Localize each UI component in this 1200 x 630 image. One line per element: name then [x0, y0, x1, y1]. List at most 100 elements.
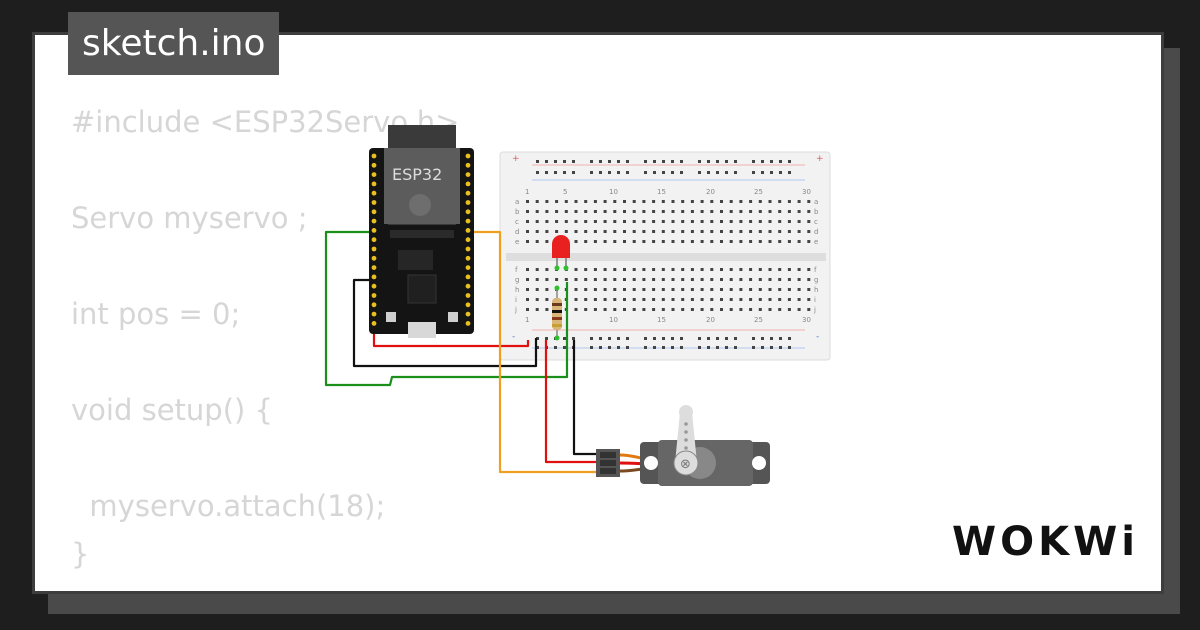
breadboard-hole	[555, 278, 559, 281]
breadboard-hole	[739, 268, 743, 271]
breadboard-hole	[729, 308, 733, 311]
breadboard-hole	[535, 220, 539, 223]
row-letter: c	[814, 218, 818, 226]
breadboard-hole	[768, 288, 772, 291]
breadboard-hole	[729, 288, 733, 291]
breadboard-hole	[584, 298, 588, 301]
breadboard-hole	[564, 220, 568, 223]
header-pin	[465, 293, 471, 298]
code-preview: #include <ESP32Servo.h> Servo myservo ; …	[71, 35, 1071, 575]
row-letter: c	[515, 218, 519, 226]
breadboard-hole	[613, 220, 617, 223]
breadboard-hole	[787, 210, 791, 213]
breadboard-hole	[652, 210, 656, 213]
breadboard-hole	[758, 308, 762, 311]
breadboard-hole	[690, 210, 694, 213]
breadboard-hole	[749, 200, 753, 203]
row-letter: h	[515, 286, 519, 294]
breadboard-hole	[632, 210, 636, 213]
breadboard-hole	[662, 160, 665, 163]
breadboard-hole	[758, 210, 762, 213]
breadboard-hole	[797, 308, 801, 311]
column-number: 1	[525, 316, 529, 324]
header-pin	[371, 209, 377, 215]
breadboard-hole	[632, 278, 636, 281]
breadboard-hole	[608, 171, 611, 174]
breadboard-hole	[734, 171, 737, 174]
breadboard-hole	[545, 288, 549, 291]
file-tab[interactable]: sketch.ino	[68, 12, 280, 75]
breadboard-hole	[749, 278, 753, 281]
breadboard-hole	[710, 210, 714, 213]
code-line: }	[71, 537, 90, 571]
breadboard-hole	[681, 308, 685, 311]
breadboard-hole	[720, 268, 723, 271]
breadboard-hole	[644, 337, 647, 340]
breadboard-hole	[574, 200, 578, 203]
breadboard-hole	[661, 298, 665, 301]
row-letter: f	[814, 266, 817, 274]
breadboard-hole	[613, 288, 617, 291]
breadboard-hole	[681, 210, 685, 213]
breadboard-hole	[593, 268, 597, 271]
breadboard-hole	[807, 210, 811, 213]
breadboard-hole	[652, 240, 656, 243]
header-pin	[465, 283, 471, 289]
breadboard-hole	[720, 230, 723, 233]
breadboard-hole	[700, 288, 704, 291]
breadboard-hole	[563, 337, 566, 340]
breadboard-hole	[788, 337, 791, 340]
breadboard-hole	[778, 278, 782, 281]
breadboard-hole	[749, 268, 753, 271]
breadboard-hole	[807, 288, 811, 291]
breadboard-hole	[536, 346, 539, 349]
breadboard-hole	[778, 200, 782, 203]
breadboard-hole	[770, 346, 773, 349]
header-pin	[465, 181, 471, 187]
row-letter: d	[515, 228, 519, 236]
row-letter: j	[813, 306, 816, 314]
breadboard-hole	[797, 240, 801, 243]
breadboard-hole	[563, 171, 566, 174]
code-line: int pos = 0;	[71, 297, 241, 331]
wire-red-servo	[544, 340, 596, 464]
breadboard-hole	[807, 298, 811, 301]
breadboard-hole	[779, 346, 782, 349]
header-pin	[465, 153, 471, 159]
breadboard-hole	[788, 171, 791, 174]
breadboard-hole	[608, 346, 611, 349]
breadboard-hole	[599, 337, 602, 340]
breadboard-hole	[720, 278, 723, 281]
breadboard-hole	[593, 240, 597, 243]
breadboard-hole	[526, 308, 529, 311]
row-letter: e	[515, 238, 519, 246]
breadboard-hole	[758, 230, 762, 233]
breadboard-hole	[613, 278, 617, 281]
breadboard-hole	[603, 200, 607, 203]
breadboard-hole	[623, 298, 626, 301]
breadboard-hole	[642, 200, 646, 203]
breadboard-hole	[725, 346, 728, 349]
breadboard-hole	[690, 230, 694, 233]
breadboard-hole	[671, 298, 675, 301]
breadboard-hole	[603, 308, 607, 311]
breadboard-hole	[768, 210, 772, 213]
breadboard-hole	[768, 268, 772, 271]
breadboard-hole	[671, 346, 674, 349]
breadboard-hole	[710, 288, 714, 291]
breadboard-hole	[584, 210, 588, 213]
breadboard-hole	[661, 268, 665, 271]
header-pin	[371, 190, 377, 196]
breadboard-hole	[690, 278, 694, 281]
breadboard-hole	[700, 240, 704, 243]
breadboard-hole	[626, 346, 629, 349]
breadboard-hole	[752, 171, 755, 174]
breadboard-hole	[787, 288, 791, 291]
breadboard-hole	[642, 220, 646, 223]
breadboard-hole	[797, 230, 801, 233]
header-pin	[371, 274, 377, 280]
breadboard-hole	[642, 268, 646, 271]
breadboard-hole	[729, 200, 733, 203]
breadboard-hole	[779, 337, 782, 340]
breadboard-hole	[729, 220, 733, 223]
